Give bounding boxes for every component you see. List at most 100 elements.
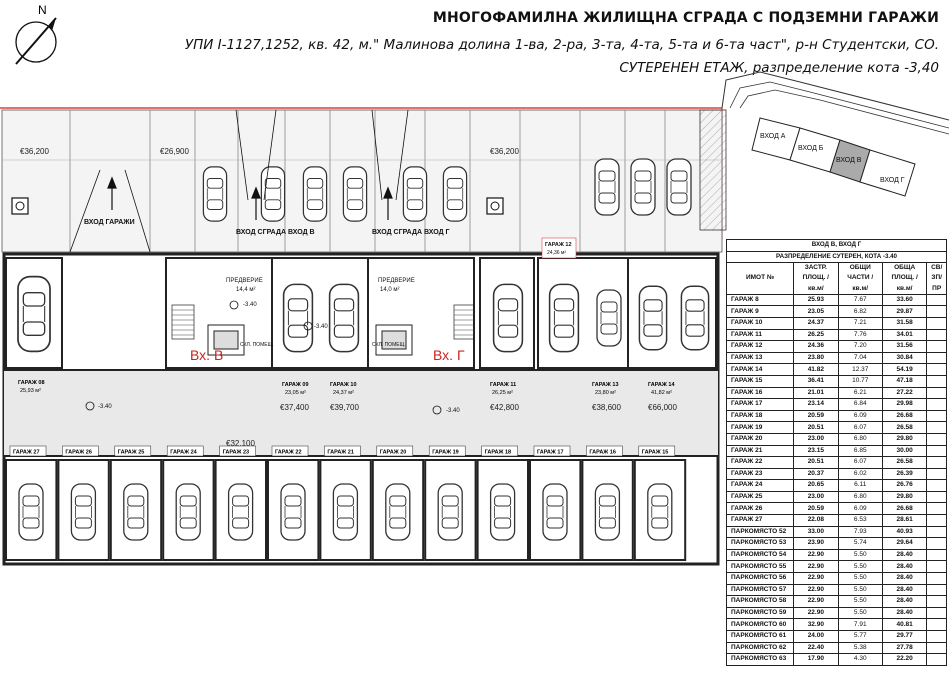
sklad-g: СКЛ. ПОМЕЩ. (372, 342, 406, 348)
cell-total: 26.76 (881, 479, 928, 492)
price-g13: €38,600 (592, 403, 621, 412)
cell-name: ГАРАЖ 9 (725, 305, 795, 318)
cell-built: 23.15 (793, 444, 839, 458)
cell-status (926, 548, 947, 562)
garage-11-label: ГАРАЖ 11 (490, 382, 516, 388)
cell-name: ГАРАЖ 16 (725, 386, 795, 400)
floor-title: СУТЕРЕНЕН ЕТАЖ, разпределение кота -3,40 (619, 60, 939, 76)
cell-total: 29.98 (881, 398, 928, 411)
garage-bay (319, 459, 372, 561)
car-icon (332, 483, 359, 541)
garage-11-area: 26,25 м² (492, 390, 513, 396)
car-icon (18, 483, 44, 541)
car-icon (437, 483, 464, 541)
garage-bay (214, 459, 268, 561)
bottom-garage-label: ГАРАЖ 22 (275, 450, 302, 456)
cell-total: 54.19 (881, 363, 928, 376)
cell-name: ГАРАЖ 24 (725, 479, 795, 492)
garage-entrance-label: ВХОД ГАРАЖИ (84, 219, 135, 226)
cell-status (926, 560, 947, 574)
cell-total: 28.61 (881, 514, 928, 527)
cell-built: 41.82 (793, 363, 839, 376)
cell-total: 28.40 (881, 572, 928, 585)
cell-name: ГАРАЖ 21 (725, 444, 795, 458)
cell-common: 5.77 (837, 630, 883, 643)
cell-name: ГАРАЖ 26 (725, 502, 795, 516)
cell-name: ПАРКОМЯСТО 57 (725, 583, 795, 597)
cell-name: ПАРКОМЯСТО 61 (725, 630, 795, 643)
cell-name: ПАРКОМЯСТО 63 (725, 653, 795, 666)
cell-total: 28.40 (881, 595, 928, 608)
cell-status (926, 293, 947, 307)
vx-g-label: Вх. Г (433, 347, 465, 363)
cell-common: 6.80 (837, 432, 883, 446)
table-caption-2: РАЗПРЕДЕЛЕНИЕ СУТЕРЕН, КОТА -3.40 (726, 250, 947, 264)
bottom-garage-label: ГАРАЖ 24 (170, 450, 197, 456)
level-mark-4: -3.40 (446, 408, 460, 414)
vhod-g-label: ВХОД Г (880, 177, 905, 184)
cell-total: 27.78 (881, 641, 928, 655)
cell-built: 33.00 (793, 525, 839, 539)
cell-name: ПАРКОМЯСТО 60 (725, 618, 795, 631)
cell-built: 22.90 (793, 595, 839, 608)
cell-name: ГАРАЖ 23 (725, 467, 795, 481)
cell-status (926, 525, 947, 539)
vhod-a-label: ВХОД А (760, 133, 786, 140)
cell-name: ПАРКОМЯСТО 58 (725, 595, 795, 608)
cell-total: 26.58 (881, 421, 928, 434)
entrance-g-label: ВХОД СГРАДА ВХОД Г (372, 229, 450, 236)
cell-built: 22.40 (793, 641, 839, 655)
bottom-garage-label: ГАРАЖ 23 (223, 450, 250, 456)
cell-common: 5.50 (837, 548, 883, 562)
garage-13-label: ГАРАЖ 13 (592, 382, 619, 388)
cell-common: 6.09 (837, 502, 883, 516)
cell-name: ГАРАЖ 11 (725, 328, 795, 342)
garage-bay (581, 459, 634, 561)
cell-common: 6.11 (837, 479, 883, 492)
car-icon (70, 483, 97, 541)
cell-status (926, 398, 947, 411)
cell-built: 24.00 (793, 630, 839, 643)
cell-total: 29.64 (881, 537, 928, 550)
cell-total: 29.80 (881, 490, 928, 504)
car-icon (489, 483, 516, 541)
cell-name: ГАРАЖ 14 (725, 363, 795, 376)
cell-name: ГАРАЖ 15 (725, 374, 795, 388)
predverie-v: ПРЕДВЕРИЕ (226, 278, 263, 284)
bottom-garage-label: ГАРАЖ 21 (327, 450, 354, 456)
car-icon (384, 483, 411, 541)
bottom-garage-label: ГАРАЖ 16 (589, 450, 616, 456)
cell-common: 7.91 (837, 618, 883, 631)
cell-built: 17.90 (793, 653, 839, 666)
col-header-status: СВ/ ЗП/ ПР (926, 262, 947, 295)
cell-common: 5.74 (837, 537, 883, 550)
cell-total: 30.84 (881, 351, 928, 365)
cell-total: 28.40 (881, 606, 928, 620)
cell-built: 22.90 (793, 548, 839, 562)
car-icon (594, 483, 621, 541)
garage-label-box (586, 445, 623, 457)
cell-built: 23.80 (793, 351, 839, 365)
predverie-g: ПРЕДВЕРИЕ (378, 278, 415, 284)
col-header-total: ОБЩА ПЛОЩ. /кв.м/ (881, 262, 928, 295)
bottom-garage-label: ГАРАЖ 26 (65, 450, 92, 456)
cell-total: 34.01 (881, 328, 928, 342)
garage-label-box (481, 445, 518, 457)
car-icon (646, 483, 673, 541)
garage-bay (633, 459, 687, 561)
col-header-common: ОБЩИ ЧАСТИ /кв.м/ (837, 262, 883, 295)
garage-10-area: 24,37 м² (333, 390, 354, 396)
